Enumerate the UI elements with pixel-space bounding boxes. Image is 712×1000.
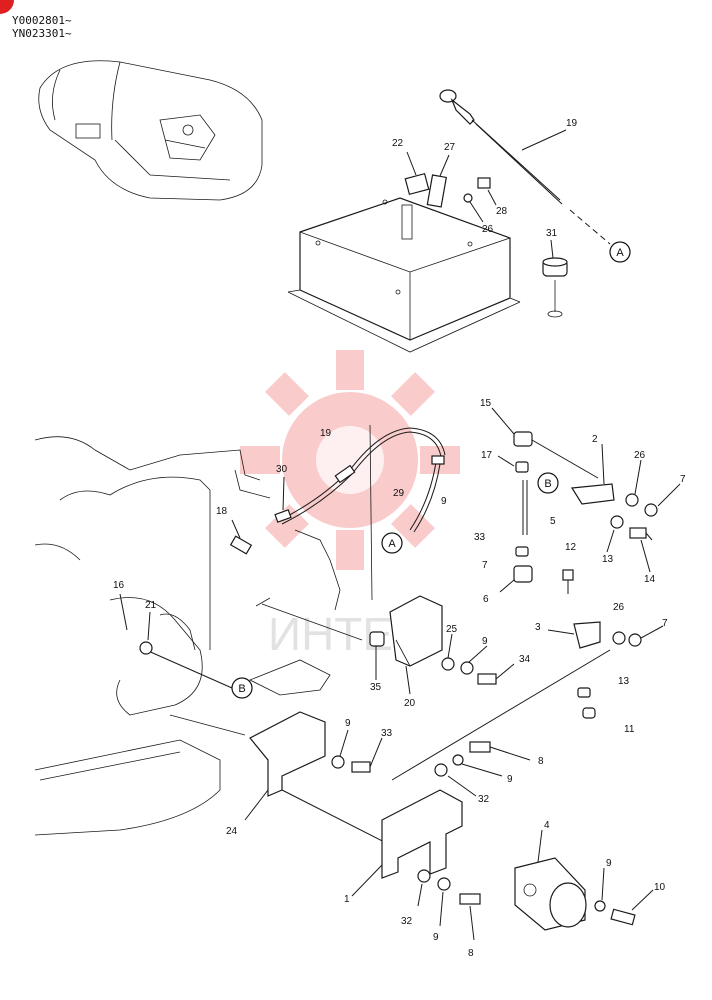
callout-30: 30 (276, 464, 288, 475)
watermark-logo: ИНТЕХ (240, 350, 460, 660)
callout-6: 6 (483, 594, 489, 605)
callout-24: 24 (226, 826, 238, 837)
cable-end-30 (274, 476, 292, 523)
callout-19-mid: 19 (320, 428, 332, 439)
callout-9-e: 9 (606, 858, 612, 869)
callout-33-b: 33 (381, 728, 393, 739)
callout-16: 16 (113, 580, 125, 591)
callout-26-b: 26 (613, 602, 625, 613)
callout-34: 34 (519, 654, 531, 665)
cable-19-top: A (439, 89, 631, 263)
cable-b-left: B (119, 593, 253, 736)
callout-13-a: 13 (602, 554, 614, 565)
callout-31: 31 (546, 228, 558, 239)
callout-35: 35 (370, 682, 382, 693)
callout-12: 12 (565, 542, 577, 553)
ref-circle-b-right (537, 472, 559, 494)
callout-7-a: 7 (680, 474, 686, 485)
serial-range-2: YN023301~ (12, 27, 72, 40)
callout-9-b: 9 (482, 636, 488, 647)
sensor-parts (404, 151, 497, 223)
callout-9-a: 9 (441, 496, 447, 507)
tank-box (287, 197, 521, 353)
callout-5: 5 (550, 516, 556, 527)
callout-27: 27 (444, 142, 456, 153)
cable-19-middle: A (279, 427, 446, 554)
corner-mark (0, 0, 14, 14)
callout-labels: 19 22 27 28 26 31 15 2 26 7 17 18 30 19 … (113, 118, 686, 959)
callout-28: 28 (496, 206, 508, 217)
callout-32-b: 32 (401, 916, 413, 927)
serial-range-1: Y0002801~ (12, 14, 72, 27)
callout-25: 25 (446, 624, 458, 635)
governor-linkage (391, 407, 615, 781)
callout-22: 22 (392, 138, 404, 149)
ref-b-right: B (544, 478, 551, 490)
callout-7-c: 7 (662, 618, 668, 629)
callout-8-a: 8 (538, 756, 544, 767)
fasteners-right: B (537, 459, 681, 647)
lever-18 (229, 519, 253, 555)
callout-17: 17 (481, 450, 493, 461)
callout-2: 2 (592, 434, 598, 445)
ref-a-mid: A (388, 538, 396, 550)
callout-1: 1 (344, 894, 350, 905)
bracket-24 (244, 711, 401, 851)
callout-9-d: 9 (507, 774, 513, 785)
callout-26-top: 26 (482, 224, 494, 235)
ref-b-left: B (238, 683, 245, 695)
callout-26-right: 26 (634, 450, 646, 461)
callout-33-a: 33 (474, 532, 486, 543)
bracket-20 (255, 595, 515, 695)
callout-29: 29 (393, 488, 405, 499)
grommet-31 (542, 239, 568, 318)
callout-10: 10 (654, 882, 666, 893)
callout-9-c: 9 (345, 718, 351, 729)
callout-9-f: 9 (433, 932, 439, 943)
callout-20: 20 (404, 698, 416, 709)
callout-4: 4 (544, 820, 550, 831)
bracket-1 (351, 741, 531, 941)
callout-19-top: 19 (566, 118, 578, 129)
callout-7-b: 7 (482, 560, 488, 571)
callout-11: 11 (624, 724, 635, 735)
ref-circle-a-mid (381, 532, 403, 554)
engine-outline (34, 424, 373, 836)
callout-21: 21 (145, 600, 157, 611)
callout-8-b: 8 (468, 948, 474, 959)
callout-13-b: 13 (618, 676, 630, 687)
callout-14: 14 (644, 574, 656, 585)
ref-circle-b-left (231, 677, 253, 699)
callout-18: 18 (216, 506, 228, 517)
ref-circle-a-top (609, 241, 631, 263)
callout-15: 15 (480, 398, 492, 409)
callout-32-a: 32 (478, 794, 490, 805)
callout-3: 3 (535, 622, 541, 633)
ref-a-top: A (616, 247, 624, 259)
machine-overview (38, 60, 263, 201)
actuator-4 (514, 829, 654, 931)
